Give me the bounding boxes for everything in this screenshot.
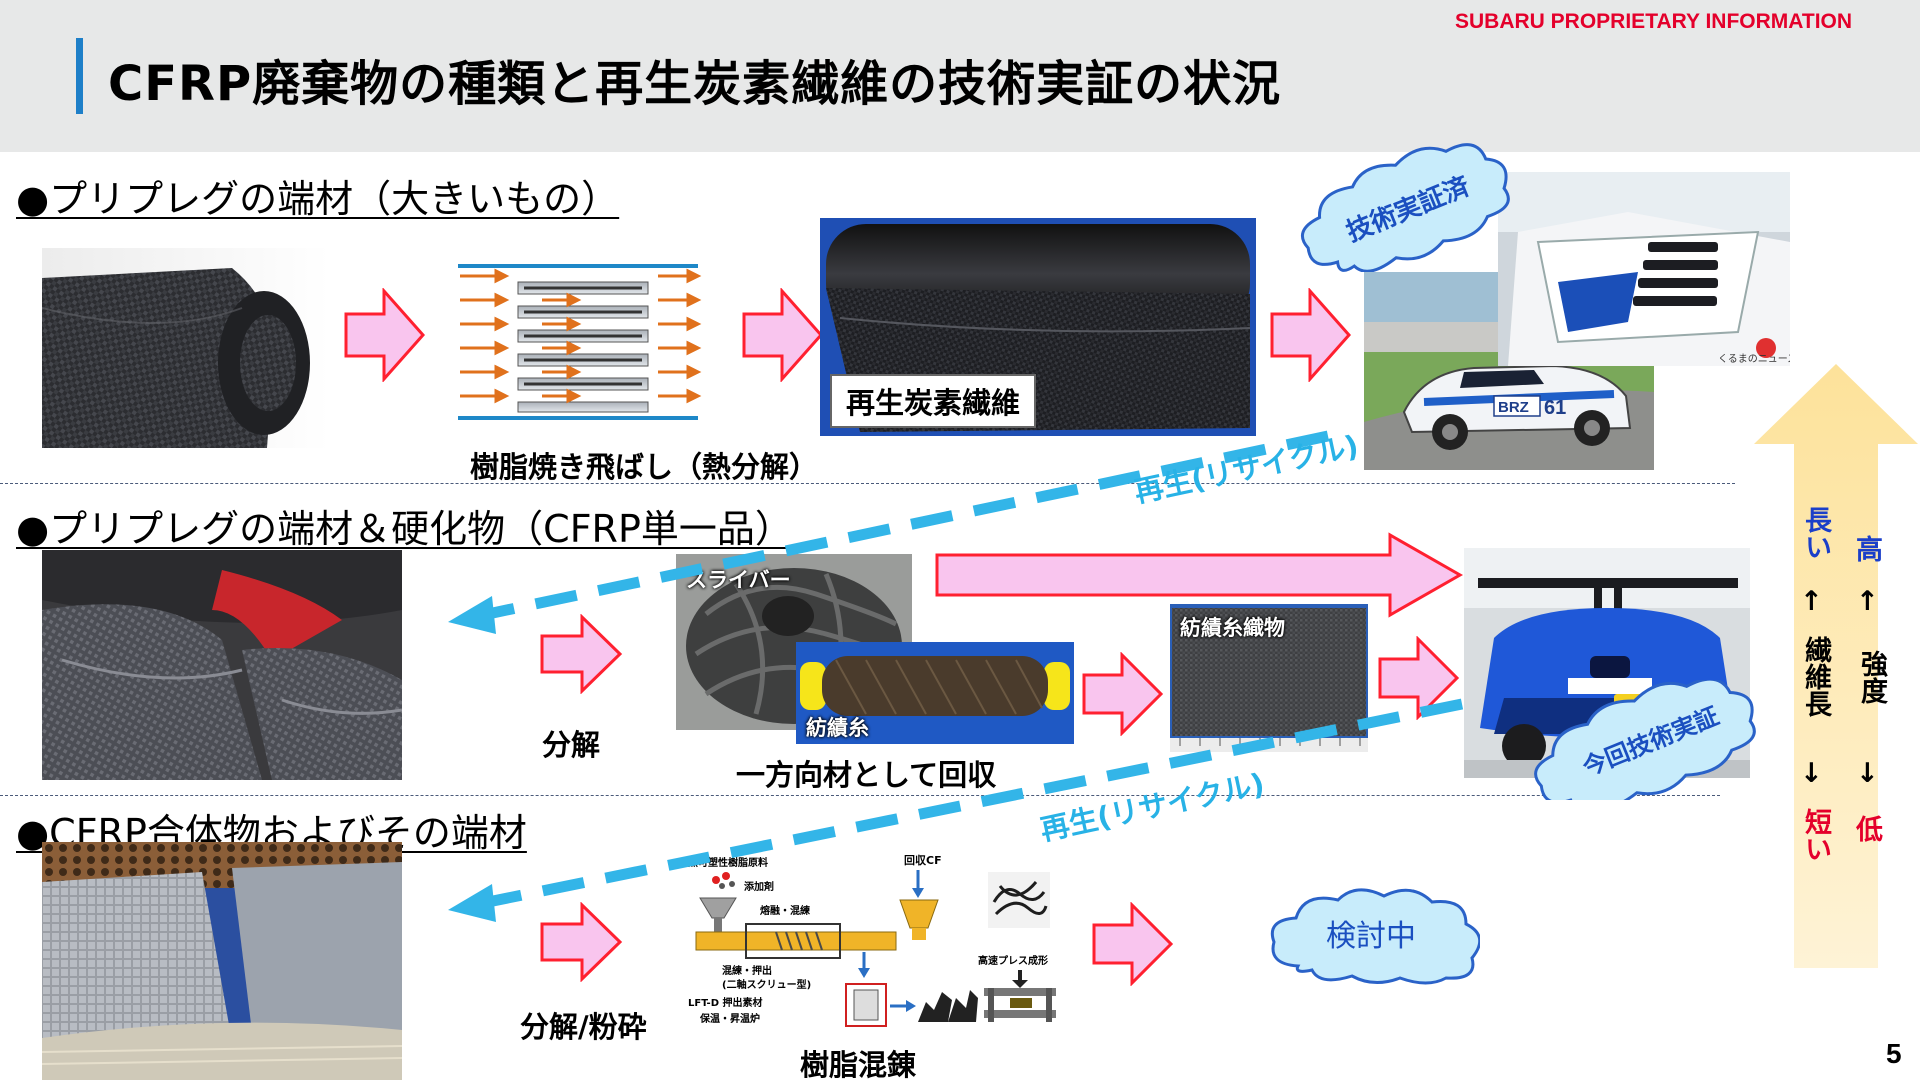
spun-fabric-photo bbox=[1170, 604, 1368, 752]
sliver-label: スライバー bbox=[686, 568, 791, 592]
decompose-caption: 分解 bbox=[542, 728, 601, 762]
divider-2 bbox=[0, 795, 1720, 796]
header-band bbox=[0, 0, 1920, 152]
car-number-text: 61 bbox=[1544, 397, 1566, 419]
section-title-prepreg-cured: ●プリプレグの端材＆硬化物（CFRP単一品） bbox=[16, 507, 793, 551]
spun-yarn-label: 紡績糸 bbox=[806, 716, 869, 740]
cloud-under-study: 検討中 bbox=[1270, 888, 1480, 985]
cloud-verified: 技術実証済 bbox=[1300, 143, 1510, 272]
cloud-under-study-text: 検討中 bbox=[1326, 919, 1416, 954]
strength-scale-arrow bbox=[1754, 364, 1918, 968]
process-arrow-7 bbox=[540, 902, 623, 982]
strength-up-arrow: ↑ bbox=[1856, 586, 1879, 617]
diagram-additive-text: 添加剤 bbox=[744, 880, 774, 893]
car-badge-text: BRZ bbox=[1498, 399, 1529, 416]
process-arrow-1 bbox=[344, 288, 426, 382]
length-long-label: 長い bbox=[1800, 506, 1832, 560]
process-arrow-2 bbox=[742, 288, 824, 382]
diagram-melt-text: 熔融・混練 bbox=[760, 904, 810, 917]
fiber-length-label: 繊維長 bbox=[1800, 636, 1832, 717]
diagram-recovered-cf-text: 回収CF bbox=[904, 853, 942, 867]
process-arrow-3 bbox=[1270, 288, 1352, 382]
process-arrow-8 bbox=[1092, 902, 1174, 986]
length-up-arrow: ↑ bbox=[1800, 586, 1823, 617]
collect-caption: 一方向材として回収 bbox=[736, 758, 997, 792]
strength-down-arrow: ↓ bbox=[1856, 758, 1879, 789]
process-arrow-4 bbox=[540, 614, 623, 694]
diagram-extrude-text: 混練・押出 bbox=[722, 964, 772, 977]
pyrolysis-caption: 樹脂焼き飛ばし（熱分解） bbox=[470, 450, 819, 484]
length-short-label: 短い bbox=[1800, 808, 1832, 862]
page-title: CFRP廃棄物の種類と再生炭素繊維の技術実証の状況 bbox=[108, 56, 1282, 112]
cfrp-composite-photo bbox=[42, 842, 402, 1080]
process-arrow-5 bbox=[1082, 652, 1164, 736]
strength-label: 強度 bbox=[1856, 650, 1888, 704]
kneading-caption: 樹脂混錬 bbox=[800, 1048, 917, 1080]
car-hood-photo: くるまのニュース bbox=[1498, 172, 1790, 366]
resin-kneading-diagram: 熱可塑性樹脂原料 添加剤 熔融・混練 回収CF 混練・押出 (二軸スクリュー型)… bbox=[686, 852, 1062, 1030]
strength-high-label: 高 bbox=[1856, 535, 1883, 566]
strength-low-label: 低 bbox=[1856, 815, 1883, 846]
recycle-dashed-arrows bbox=[448, 430, 1464, 922]
crush-caption: 分解/粉砕 bbox=[520, 1010, 647, 1044]
proprietary-notice: SUBARU PROPRIETARY INFORMATION bbox=[1455, 10, 1853, 33]
prepreg-roll-photo bbox=[42, 248, 330, 448]
prepreg-scrap-photo bbox=[42, 550, 402, 780]
spun-fabric-label: 紡績糸織物 bbox=[1180, 616, 1285, 640]
photo-credit-text: くるまのニュース bbox=[1718, 353, 1790, 365]
diagram-lftd-text: LFT-D 押出素材 bbox=[688, 996, 763, 1009]
page-number: 5 bbox=[1886, 1038, 1902, 1069]
diagram-twin-screw-text: (二軸スクリュー型) bbox=[722, 978, 811, 991]
length-down-arrow: ↓ bbox=[1800, 758, 1823, 789]
divider-1 bbox=[0, 483, 1735, 484]
pyrolysis-diagram bbox=[458, 262, 726, 422]
diagram-furnace-text: 保温・昇温炉 bbox=[699, 1012, 760, 1025]
process-arrow-6 bbox=[1378, 636, 1460, 720]
long-arrow-to-car bbox=[935, 532, 1464, 618]
cloud-current-verification: 今回技術実証 bbox=[1534, 680, 1756, 800]
spun-yarn-photo bbox=[796, 642, 1074, 744]
diagram-press-text: 高速プレス成形 bbox=[978, 954, 1048, 967]
title-accent-bar bbox=[76, 38, 83, 114]
recycled-fiber-label: 再生炭素繊維 bbox=[830, 374, 1037, 428]
section-title-prepreg-large: ●プリプレグの端材（大きいもの） bbox=[16, 177, 620, 221]
